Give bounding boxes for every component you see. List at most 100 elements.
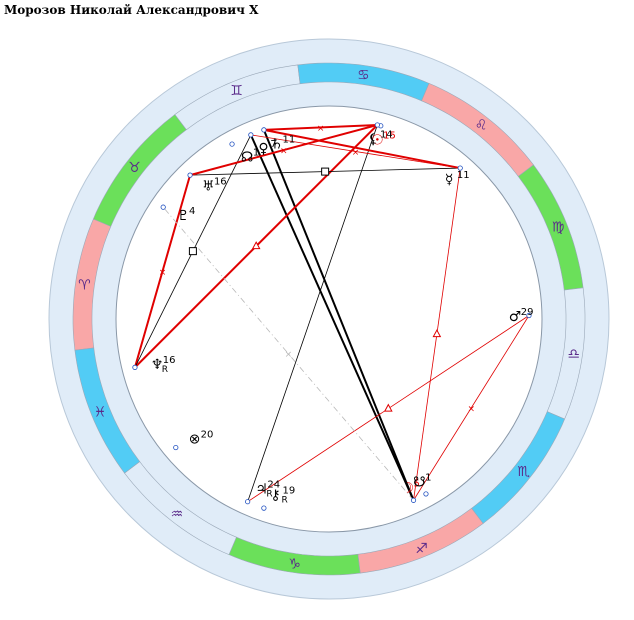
aspect-symbol-trine <box>251 241 261 250</box>
planet-dot <box>261 505 267 511</box>
planet-degree: 1 <box>425 472 431 483</box>
retrograde-mark: R <box>266 490 272 500</box>
planet-glyph-north-node: ☊ <box>241 150 253 166</box>
planet-glyph-uranus: ♅ <box>202 178 215 194</box>
aspect-line-neptune-uranus <box>133 174 192 368</box>
sign-glyph-scorpio: ♏ <box>517 464 530 480</box>
planet-dot <box>410 497 417 503</box>
planet-glyph-pluto: ♇ <box>177 208 190 224</box>
zodiac-rings <box>48 38 610 600</box>
planet-neptune[interactable]: ♆16R <box>132 355 176 375</box>
aspect-symbol-sextile: × <box>317 124 325 134</box>
aspect-line-moon-venus <box>249 134 415 501</box>
sign-glyph-libra: ♎ <box>567 346 580 362</box>
aspect-line-venus-mercury <box>250 134 461 169</box>
planet-glyph-chiron: ⚷ <box>271 488 281 504</box>
planet-dot <box>160 204 166 210</box>
planet-north-node[interactable]: ☊1 <box>229 141 259 166</box>
aspect-symbol-trine <box>432 329 442 338</box>
planet-dot <box>526 312 532 319</box>
aspect-line-moon-pluto <box>162 206 414 501</box>
planet-glyph-lilith: ⚸ <box>368 132 378 148</box>
planet-pluto[interactable]: ♇4 <box>160 204 195 224</box>
planet-dot <box>173 444 179 451</box>
planet-south-node[interactable]: ☋1 <box>413 472 431 497</box>
planet-degree: 14 <box>380 130 393 141</box>
aspect-line-jupiter-lilith <box>247 124 378 502</box>
planet-degree: 20 <box>201 429 214 440</box>
sign-glyph-taurus: ♉ <box>128 160 141 176</box>
aspect-lines: × × × × × × <box>133 123 530 503</box>
planet-glyph-saturn: ♄ <box>271 136 284 152</box>
aspect-line-uranus-lilith <box>189 123 378 177</box>
planet-dot <box>261 127 267 133</box>
sign-glyph-aries: ♈ <box>78 278 91 294</box>
aspect-line-moon-mars <box>413 315 530 501</box>
aspect-symbol-semisextile: × <box>285 350 293 360</box>
planet-mercury[interactable]: ☿11 <box>445 165 470 188</box>
planet-degree: 5 <box>414 478 420 489</box>
planet-jupiter[interactable]: ♃24R <box>245 480 280 505</box>
planet-glyph-moon: ☽ <box>402 480 415 496</box>
planet-degree: 16 <box>214 176 227 187</box>
chart-title: Морозов Николай Александрович X <box>4 3 259 17</box>
sign-glyph-pisces: ♓ <box>94 405 107 421</box>
retrograde-mark: R <box>162 365 168 375</box>
planet-uranus[interactable]: ♅16 <box>187 172 227 194</box>
planet-glyph-neptune: ♆ <box>151 357 164 373</box>
planet-dot <box>457 165 463 171</box>
planet-chiron[interactable]: ⚷19R <box>261 486 296 511</box>
planet-degree: 11 <box>457 170 470 181</box>
aspect-symbol-sextile: × <box>352 148 360 158</box>
planet-degree: 29 <box>521 307 534 318</box>
planet-glyph-jupiter: ♃ <box>255 482 268 498</box>
planet-mars[interactable]: ♂29 <box>509 307 534 325</box>
sign-glyph-aquarius: ♒ <box>171 507 184 523</box>
planet-venus[interactable]: ♀7 <box>248 132 277 157</box>
aspect-line-moon-saturn <box>262 129 415 501</box>
planet-degree: 7 <box>270 139 276 150</box>
aspect-symbol-square <box>321 167 330 176</box>
sign-glyphs: ♈ ♉ ♊ ♋ ♌ ♍ ♎ ♏ ♐ ♑ ♒ ♓ <box>78 67 580 572</box>
planet-glyph-mercury: ☿ <box>445 172 454 188</box>
planet-glyph-south-node: ☋ <box>413 474 425 490</box>
aspect-line-saturn-mercury <box>263 128 461 170</box>
sign-glyph-sagittarius: ♐ <box>415 541 428 557</box>
planet-degree: 24 <box>267 480 280 491</box>
planet-degree: 19 <box>283 486 296 497</box>
planet-glyph-venus: ♀ <box>258 141 268 157</box>
aspect-symbol-square <box>188 247 197 256</box>
inner-circle <box>115 105 543 533</box>
aspect-symbol-sextile: × <box>159 268 167 278</box>
planet-dot <box>187 172 193 178</box>
planet-degree: 1 <box>253 148 259 159</box>
planet-lilith[interactable]: ⚸14 <box>368 122 393 148</box>
planet-degree: 16 <box>163 355 176 366</box>
planet-dot <box>132 364 138 370</box>
planet-degree: 15 <box>383 131 396 142</box>
planet-saturn[interactable]: ♄11 <box>261 127 296 153</box>
planet-glyph-sun: ☉ <box>371 133 384 149</box>
planet-dot <box>245 499 251 505</box>
planet-dot <box>248 132 254 138</box>
aspect-symbol-sextile: × <box>467 404 475 414</box>
sign-glyph-cancer: ♋ <box>357 67 370 83</box>
planet-fortune[interactable]: ⊗20 <box>173 429 214 451</box>
planet-glyph-mars: ♂ <box>509 309 522 325</box>
retrograde-mark: R <box>282 496 288 506</box>
planet-degree: 4 <box>189 206 195 217</box>
planet-glyph-fortune: ⊗ <box>189 431 201 447</box>
planet-dot <box>423 491 429 497</box>
planet-dot <box>229 141 235 147</box>
sign-glyph-gemini: ♊ <box>230 83 243 99</box>
sign-glyph-capricorn: ♑ <box>288 557 301 573</box>
planet-dot <box>374 122 380 128</box>
planet-moon[interactable]: ☽5 <box>402 478 420 503</box>
aspect-line-saturn-lilith <box>263 123 378 131</box>
sign-glyph-leo: ♌ <box>475 117 488 133</box>
sign-glyph-virgo: ♍ <box>552 219 565 235</box>
aspect-symbol-trine <box>383 403 393 412</box>
aspect-symbol-sextile: × <box>280 147 288 157</box>
planet-markers: ☉15☽5☿11♀7♂29♃24R♄11♅16♆16R♇4☊1☋1⚷19R⚸14… <box>132 122 534 511</box>
